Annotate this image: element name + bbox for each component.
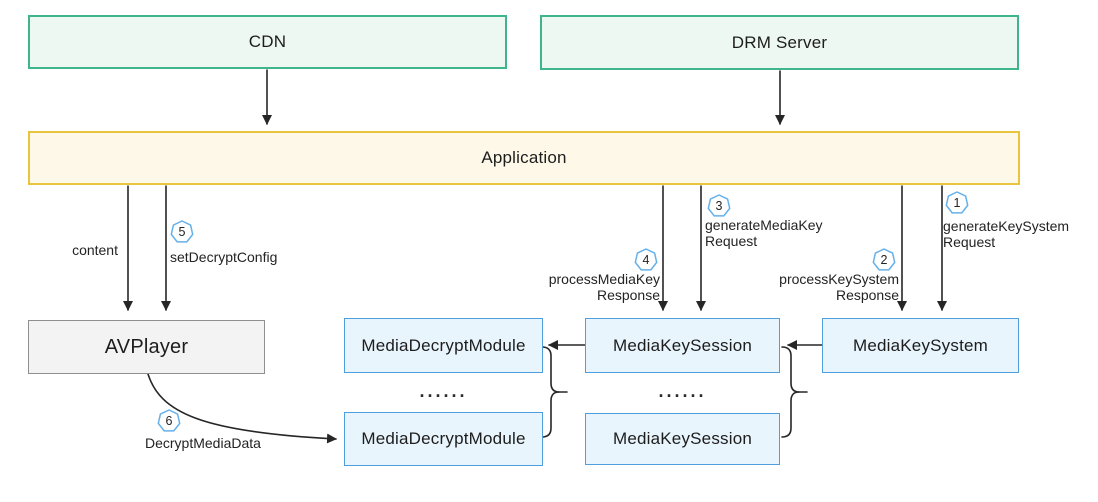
heptagon-icon — [170, 220, 194, 243]
step-badge-6-number: 6 — [165, 414, 173, 428]
node-cdn-label: CDN — [248, 32, 287, 51]
step-badge-5: 5 — [170, 220, 194, 244]
step-badge-3-number: 3 — [715, 199, 723, 213]
node-media-key-system-label: MediaKeySystem — [852, 335, 989, 355]
step-badge-2-number: 2 — [880, 253, 888, 267]
step-badge-5-number: 5 — [178, 225, 186, 239]
ellipsis-key-sessions: ...... — [658, 381, 707, 401]
node-avplayer: AVPlayer — [28, 320, 265, 374]
step-badge-1: 1 — [945, 191, 969, 215]
edge-label-set-decrypt-config: setDecryptConfig — [170, 249, 278, 265]
heptagon-icon — [945, 191, 969, 214]
edge-label-decrypt-media-data: DecryptMediaData — [145, 435, 261, 451]
heptagon-icon — [707, 194, 731, 217]
step-badge-4: 4 — [634, 248, 658, 272]
node-media-key-session-bottom-label: MediaKeySession — [612, 429, 753, 448]
brace-decrypt-modules — [541, 346, 568, 393]
node-application: Application — [28, 131, 1020, 185]
node-drm-server-label: DRM Server — [731, 32, 828, 52]
node-media-decrypt-module-top-label: MediaDecryptModule — [361, 335, 526, 355]
edge-label-process-key-system: processKeySystem Response — [779, 271, 899, 303]
node-drm-server: DRM Server — [540, 15, 1019, 70]
step-badge-1-number: 1 — [953, 196, 961, 210]
node-application-label: Application — [481, 148, 567, 167]
node-media-key-session-top: MediaKeySession — [585, 318, 780, 373]
ellipsis-decrypt-modules: ...... — [419, 381, 468, 401]
node-media-decrypt-module-bottom: MediaDecryptModule — [344, 412, 543, 466]
node-avplayer-label: AVPlayer — [104, 335, 189, 358]
node-media-key-system: MediaKeySystem — [822, 318, 1019, 373]
heptagon-icon — [872, 248, 896, 271]
edge-label-content: content — [72, 242, 118, 258]
edge-label-process-media-key: processMediaKey Response — [548, 271, 660, 303]
step-badge-2: 2 — [872, 248, 896, 272]
heptagon-icon — [634, 248, 658, 271]
edge-label-generate-key-system: generateKeySystem Request — [943, 218, 1070, 250]
node-media-decrypt-module-bottom-label: MediaDecryptModule — [361, 429, 526, 448]
step-badge-3: 3 — [707, 194, 731, 218]
brace-key-sessions — [781, 346, 808, 393]
node-media-decrypt-module-top: MediaDecryptModule — [344, 318, 543, 373]
step-badge-6: 6 — [157, 409, 181, 433]
brace-key-sessions-lower — [781, 391, 800, 438]
node-cdn: CDN — [28, 15, 507, 69]
brace-decrypt-modules-lower — [541, 391, 560, 438]
node-media-key-session-bottom: MediaKeySession — [585, 413, 780, 465]
heptagon-icon — [157, 409, 181, 432]
node-media-key-session-top-label: MediaKeySession — [612, 335, 753, 355]
step-badge-4-number: 4 — [642, 253, 650, 267]
edge-label-generate-media-key: generateMediaKey Request — [705, 217, 823, 249]
